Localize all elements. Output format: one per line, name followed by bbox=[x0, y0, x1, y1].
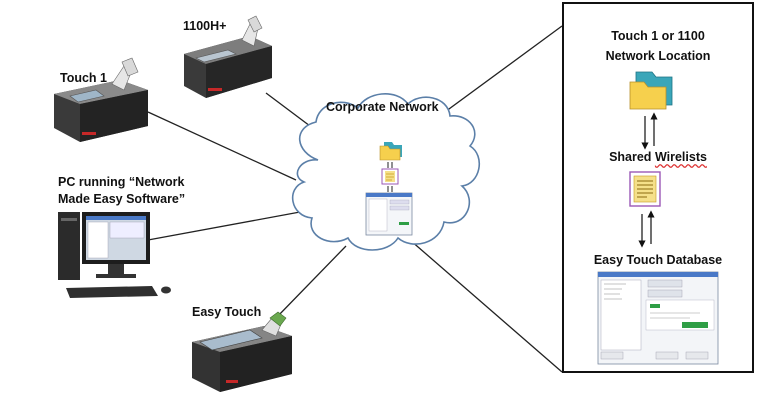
panel-location-line2: Network Location bbox=[605, 49, 711, 63]
panel-wirelists-word1: Shared bbox=[609, 150, 652, 164]
cloud-document-icon bbox=[381, 168, 399, 185]
cloud-link-1 bbox=[387, 162, 393, 168]
panel-shared-wirelists: Shared Wirelists bbox=[564, 149, 752, 165]
label-pc-line1: PC running “Network bbox=[58, 175, 185, 189]
panel-arrows-2-icon bbox=[638, 210, 655, 248]
panel-database-label: Easy Touch Database bbox=[593, 253, 723, 267]
panel-location-line1: Touch 1 or 1100 bbox=[611, 29, 705, 43]
cloud-folder-icon bbox=[379, 142, 402, 161]
line-cloud-panel-bottom bbox=[409, 239, 563, 373]
panel-database-screenshot bbox=[597, 271, 719, 365]
network-location-panel: Touch 1 or 1100 Network Location bbox=[562, 2, 754, 373]
panel-document-icon bbox=[629, 171, 661, 207]
pc-image bbox=[58, 212, 171, 298]
panel-graphics bbox=[597, 71, 719, 365]
label-1100h: 1100H+ bbox=[183, 19, 227, 33]
panel-folder-icon bbox=[629, 71, 673, 110]
cloud-link-2 bbox=[387, 186, 393, 192]
device-1100h-image bbox=[184, 15, 272, 98]
device-easy-touch-image bbox=[192, 311, 292, 392]
panel-wirelists-word2: Wirelists bbox=[654, 150, 707, 164]
line-easytouch-cloud bbox=[275, 245, 347, 319]
cloud-app-screenshot bbox=[365, 192, 413, 236]
line-touch1-cloud bbox=[147, 111, 297, 181]
line-pc-cloud bbox=[147, 211, 301, 241]
device-touch1-image bbox=[54, 57, 148, 142]
panel-arrows-1-icon bbox=[641, 112, 658, 150]
label-corporate-network: Corporate Network bbox=[326, 100, 439, 114]
label-touch1: Touch 1 bbox=[60, 71, 107, 85]
label-pc-line2: Made Easy Software” bbox=[58, 192, 186, 206]
label-easy-touch: Easy Touch bbox=[192, 305, 262, 319]
